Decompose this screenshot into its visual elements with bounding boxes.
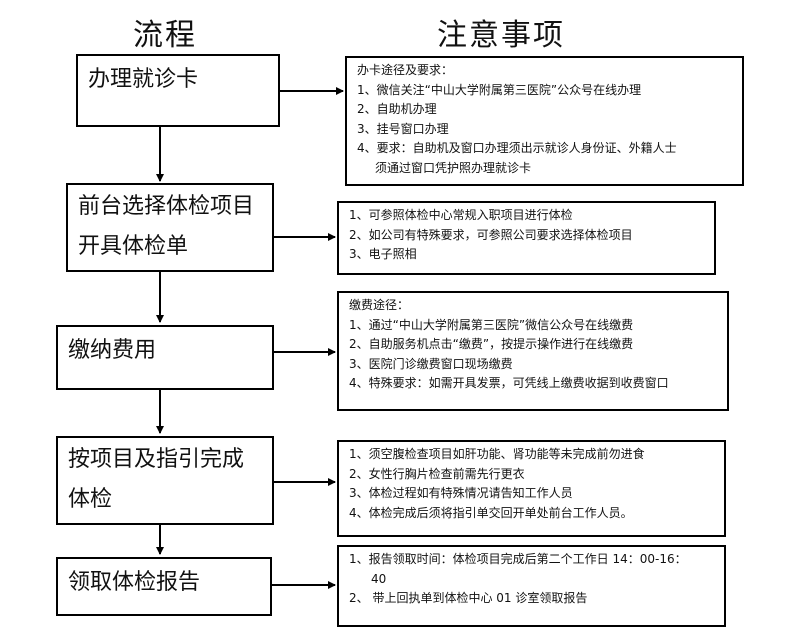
notes-3-line: 1、通过“中山大学附属第三医院”微信公众号在线缴费 [349, 317, 634, 332]
notes-4-box: 1、须空腹检查项目如肝功能、肾功能等未完成前勿进食 2、女性行胸片检查前需先行更… [337, 440, 726, 537]
notes-5-box: 1、报告领取时间：体检项目完成后第二个工作日 14：00-16： 40 2、 带… [337, 545, 726, 627]
notes-4-line: 1、须空腹检查项目如肝功能、肾功能等未完成前勿进食 [349, 447, 645, 461]
step-2-label-line-2: 开具体检单 [78, 234, 189, 259]
step-4-box: 按项目及指引完成 体检 [56, 436, 274, 525]
step-4-label-line-2: 体检 [68, 487, 113, 512]
notes-2-line: 3、电子照相 [349, 247, 417, 261]
notes-1-line: 1、微信关注“中山大学附属第三医院”公众号在线办理 [357, 82, 642, 97]
step-5-box: 领取体检报告 [56, 557, 272, 616]
flow-header: 流程 [133, 18, 197, 53]
step-1-box: 办理就诊卡 [76, 54, 280, 127]
notes-5-line: 1、报告领取时间：体检项目完成后第二个工作日 14：00-16： [349, 552, 687, 566]
step-4-label-line-1: 按项目及指引完成 [68, 447, 245, 472]
notes-4-line: 4、体检完成后须将指引单交回开单处前台工作人员。 [349, 505, 633, 520]
notes-3-line: 缴费途径： [349, 298, 410, 312]
notes-3-line: 3、医院门诊缴费窗口现场缴费 [349, 356, 513, 371]
notes-1-line: 办卡途径及要求： [357, 63, 454, 77]
notes-header: 注意事项 [437, 18, 565, 53]
notes-1-box: 办卡途径及要求： 1、微信关注“中山大学附属第三医院”公众号在线办理 2、自助机… [345, 56, 744, 186]
notes-2-line: 1、可参照体检中心常规入职项目进行体检 [349, 208, 573, 222]
notes-4-line: 2、女性行胸片检查前需先行更衣 [349, 466, 525, 481]
notes-3-line: 2、自助服务机点击“缴费”，按提示操作进行在线缴费 [349, 337, 634, 351]
step-2-label-line-1: 前台选择体检项目 [78, 194, 255, 219]
step-2-box: 前台选择体检项目 开具体检单 [66, 183, 274, 272]
notes-5-line: 2、 带上回执单到体检中心 01 诊室领取报告 [349, 591, 588, 605]
step-3-label: 缴纳费用 [68, 338, 157, 363]
notes-1-line: 须通过窗口凭护照办理就诊卡 [375, 160, 532, 175]
notes-1-line: 3、挂号窗口办理 [357, 121, 449, 136]
step-3-box: 缴纳费用 [56, 325, 274, 390]
step-5-label: 领取体检报告 [68, 570, 201, 595]
step-1-label: 办理就诊卡 [88, 67, 199, 92]
notes-3-line: 4、特殊要求：如需开具发票，可凭线上缴费收据到收费窗口 [349, 376, 669, 390]
notes-1-line: 4、要求：自助机及窗口办理须出示就诊人身份证、外籍人士 [357, 141, 677, 155]
notes-2-box: 1、可参照体检中心常规入职项目进行体检 2、如公司有特殊要求，可参照公司要求选择… [337, 201, 716, 275]
notes-3-box: 缴费途径： 1、通过“中山大学附属第三医院”微信公众号在线缴费 2、自助服务机点… [337, 291, 729, 411]
notes-1-line: 2、自助机办理 [357, 102, 437, 116]
notes-5-line: 40 [371, 571, 387, 586]
notes-4-line: 3、体检过程如有特殊情况请告知工作人员 [349, 486, 573, 500]
notes-2-line: 2、如公司有特殊要求，可参照公司要求选择体检项目 [349, 227, 633, 242]
